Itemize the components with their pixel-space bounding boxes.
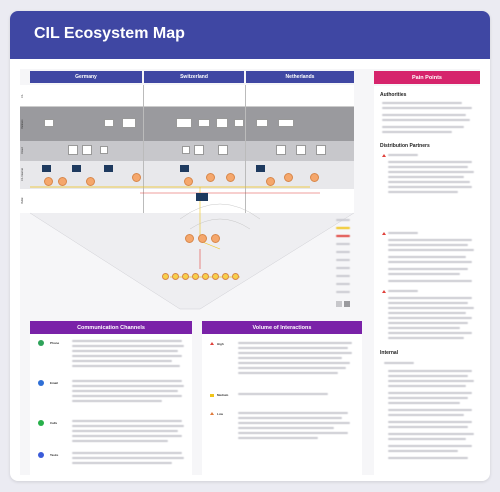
volume-panel: High Medium Low bbox=[202, 334, 362, 475]
chain-node bbox=[192, 273, 199, 280]
chain-node bbox=[202, 273, 209, 280]
hub-node bbox=[185, 234, 194, 243]
volume-high: High bbox=[217, 342, 224, 346]
system-tile bbox=[256, 165, 265, 172]
cloud-node bbox=[296, 145, 306, 155]
partner-node bbox=[234, 119, 244, 127]
volume-low: Low bbox=[217, 412, 223, 416]
pain-section-internal: Internal bbox=[380, 350, 399, 356]
cloud-node bbox=[100, 146, 108, 154]
process-node bbox=[206, 173, 215, 182]
pain-points-panel: Authorities Distribution Partners bbox=[374, 86, 480, 475]
communication-header: Communication Channels bbox=[30, 321, 192, 334]
chain-node bbox=[182, 273, 189, 280]
country-header-netherlands: Netherlands bbox=[246, 71, 354, 83]
cloud-node bbox=[68, 145, 78, 155]
chain-node bbox=[222, 273, 229, 280]
chain-node bbox=[232, 273, 239, 280]
medium-volume-icon bbox=[210, 394, 214, 397]
cloud-node bbox=[218, 145, 228, 155]
partner-node bbox=[278, 119, 294, 127]
legend-swatch bbox=[344, 301, 350, 307]
page-title: CIL Ecosystem Map bbox=[34, 25, 185, 42]
high-volume-icon bbox=[210, 342, 214, 345]
cloud-node bbox=[316, 145, 326, 155]
alert-icon bbox=[382, 290, 386, 293]
volume-header: Volume of Interactions bbox=[202, 321, 362, 334]
email-icon bbox=[38, 380, 44, 386]
channel-email: Email bbox=[50, 381, 59, 385]
partner-node bbox=[198, 119, 210, 127]
system-tile bbox=[104, 165, 113, 172]
alert-icon bbox=[382, 154, 386, 157]
legend-swatch bbox=[336, 301, 342, 307]
page-header: CIL Ecosystem Map bbox=[10, 11, 490, 59]
phone-icon bbox=[38, 340, 44, 346]
call-icon bbox=[38, 420, 44, 426]
laptop-icon bbox=[196, 193, 208, 201]
chain-node bbox=[162, 273, 169, 280]
process-node bbox=[86, 177, 95, 186]
system-tile bbox=[72, 165, 81, 172]
process-node bbox=[58, 177, 67, 186]
process-node bbox=[284, 173, 293, 182]
divider bbox=[143, 85, 144, 213]
map-canvas: Germany Switzerland Netherlands CIL Part… bbox=[20, 69, 480, 475]
channel-tasks: Tasks bbox=[50, 453, 59, 457]
pain-points-header: Pain Points bbox=[374, 71, 480, 84]
alert-icon bbox=[382, 232, 386, 235]
chain-node bbox=[172, 273, 179, 280]
process-node bbox=[184, 177, 193, 186]
process-node bbox=[266, 177, 275, 186]
process-node bbox=[310, 173, 319, 182]
partner-node bbox=[44, 119, 54, 127]
hub-node bbox=[211, 234, 220, 243]
lane-cil bbox=[20, 85, 354, 107]
partner-node bbox=[122, 118, 136, 128]
process-node bbox=[44, 177, 53, 186]
cloud-node bbox=[194, 145, 204, 155]
volume-medium: Medium bbox=[217, 393, 229, 397]
hub-node bbox=[198, 234, 207, 243]
pain-section-authorities: Authorities bbox=[380, 92, 407, 98]
cloud-node bbox=[276, 145, 286, 155]
system-tile bbox=[42, 165, 51, 172]
divider bbox=[245, 85, 246, 213]
low-volume-icon bbox=[210, 412, 214, 415]
country-header-switzerland: Switzerland bbox=[144, 71, 244, 83]
tasks-icon bbox=[38, 452, 44, 458]
partner-node bbox=[256, 119, 268, 127]
system-tile bbox=[180, 165, 189, 172]
pain-section-distribution: Distribution Partners bbox=[380, 143, 430, 149]
cloud-node bbox=[182, 146, 190, 154]
partner-node bbox=[104, 119, 114, 127]
channel-phone: Phone bbox=[50, 341, 60, 345]
country-header-germany: Germany bbox=[30, 71, 142, 83]
communication-panel: Phone Email Calls Tasks bbox=[30, 334, 192, 475]
process-node bbox=[132, 173, 141, 182]
channel-calls: Calls bbox=[50, 421, 58, 425]
process-node bbox=[226, 173, 235, 182]
partner-node bbox=[176, 118, 192, 128]
ecosystem-card: CIL Ecosystem Map Germany Switzerland Ne… bbox=[10, 11, 490, 481]
cloud-node bbox=[82, 145, 92, 155]
chain-node bbox=[212, 273, 219, 280]
partner-node bbox=[216, 118, 228, 128]
